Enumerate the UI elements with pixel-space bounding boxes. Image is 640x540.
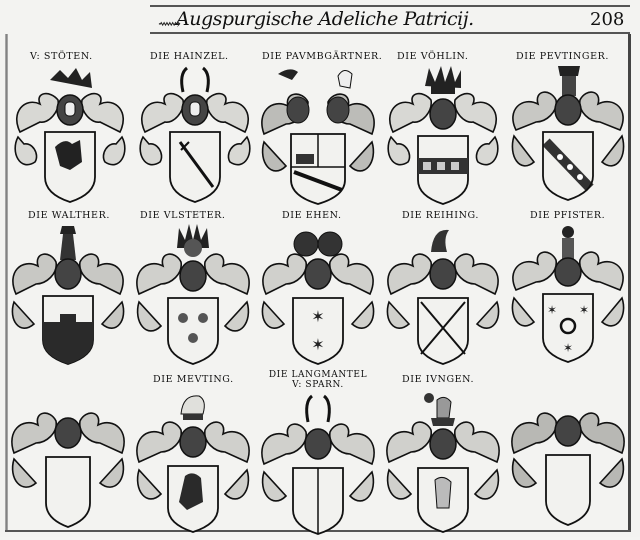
header-rule xyxy=(150,5,630,7)
heraldic-shield-icon xyxy=(386,393,500,533)
svg-text:✶: ✶ xyxy=(563,341,573,355)
coat-of-arms-hainzel xyxy=(135,62,255,207)
header-rule xyxy=(150,32,630,34)
heraldic-shield-icon xyxy=(511,66,625,201)
coat-of-arms-blank-right xyxy=(508,395,628,540)
arms-label: DIE PFISTER. xyxy=(530,210,606,221)
heraldic-shield-icon xyxy=(11,412,125,528)
page-header: ⟿ Augspurgische Adeliche Patricij. 208 xyxy=(0,0,640,36)
coat-of-arms-langmantel xyxy=(258,392,378,537)
heraldic-shield-icon xyxy=(11,226,125,365)
coat-of-arms-peutinger xyxy=(508,62,628,207)
arms-label: DIE HAINZEL. xyxy=(150,51,229,62)
heraldic-shield-icon xyxy=(261,394,375,535)
heraldic-shield-icon xyxy=(261,69,375,205)
svg-text:✶: ✶ xyxy=(311,335,324,354)
coat-of-arms-walther xyxy=(8,222,128,367)
svg-text:✶: ✶ xyxy=(579,303,589,317)
coat-of-arms-meuting xyxy=(133,390,253,535)
coat-of-arms-paumgartner xyxy=(258,62,378,207)
arms-label: DIE MEVTING. xyxy=(153,374,234,385)
heraldic-shield-icon xyxy=(14,68,126,203)
page-title: Augspurgische Adeliche Patricij. xyxy=(176,8,474,30)
coat-of-arms-ehen: ✶ ✶ xyxy=(258,222,378,367)
svg-text:✶: ✶ xyxy=(311,307,324,326)
svg-text:✶: ✶ xyxy=(547,303,557,317)
page-border-left xyxy=(5,34,8,532)
heraldic-shield-icon xyxy=(387,66,499,205)
page-border-right xyxy=(628,34,631,532)
arms-label: DIE WALTHER. xyxy=(28,210,110,221)
heraldic-shield-icon xyxy=(139,66,251,203)
heraldic-shield-icon: ✶ ✶ ✶ xyxy=(511,226,625,363)
heraldic-shield-icon xyxy=(386,229,500,365)
flourish-icon: ⟿ xyxy=(158,14,181,33)
coat-of-arms-stoten xyxy=(10,62,130,207)
arms-label: DIE IVNGEN. xyxy=(402,374,475,385)
coat-of-arms-reihing xyxy=(383,222,503,367)
coat-of-arms-blank-left xyxy=(8,395,128,540)
heraldic-shield-icon xyxy=(136,395,250,533)
heraldic-shield-icon xyxy=(136,224,250,365)
coat-of-arms-ulsteter xyxy=(133,222,253,367)
arms-label: DIE EHEN. xyxy=(282,210,342,221)
arms-label: DIE PAVMBGÄRTNER. xyxy=(262,51,383,62)
heraldic-shield-icon: ✶ ✶ xyxy=(261,231,375,365)
arms-label: DIE LANGMANTEL V: SPARN. xyxy=(268,370,368,390)
arms-label: V: STÖTEN. xyxy=(30,51,93,62)
coat-of-arms-pfister: ✶ ✶ ✶ xyxy=(508,222,628,367)
heraldic-shield-icon xyxy=(511,412,625,526)
coat-of-arms-iungen xyxy=(383,390,503,535)
arms-label: DIE VLSTETER. xyxy=(140,210,226,221)
arms-label: DIE PEVTINGER. xyxy=(516,51,610,62)
arms-label: DIE REIHING. xyxy=(402,210,479,221)
coat-of-arms-vohlin xyxy=(383,62,503,207)
arms-label: DIE VÖHLIN. xyxy=(397,51,469,62)
page-number: 208 xyxy=(590,9,625,30)
